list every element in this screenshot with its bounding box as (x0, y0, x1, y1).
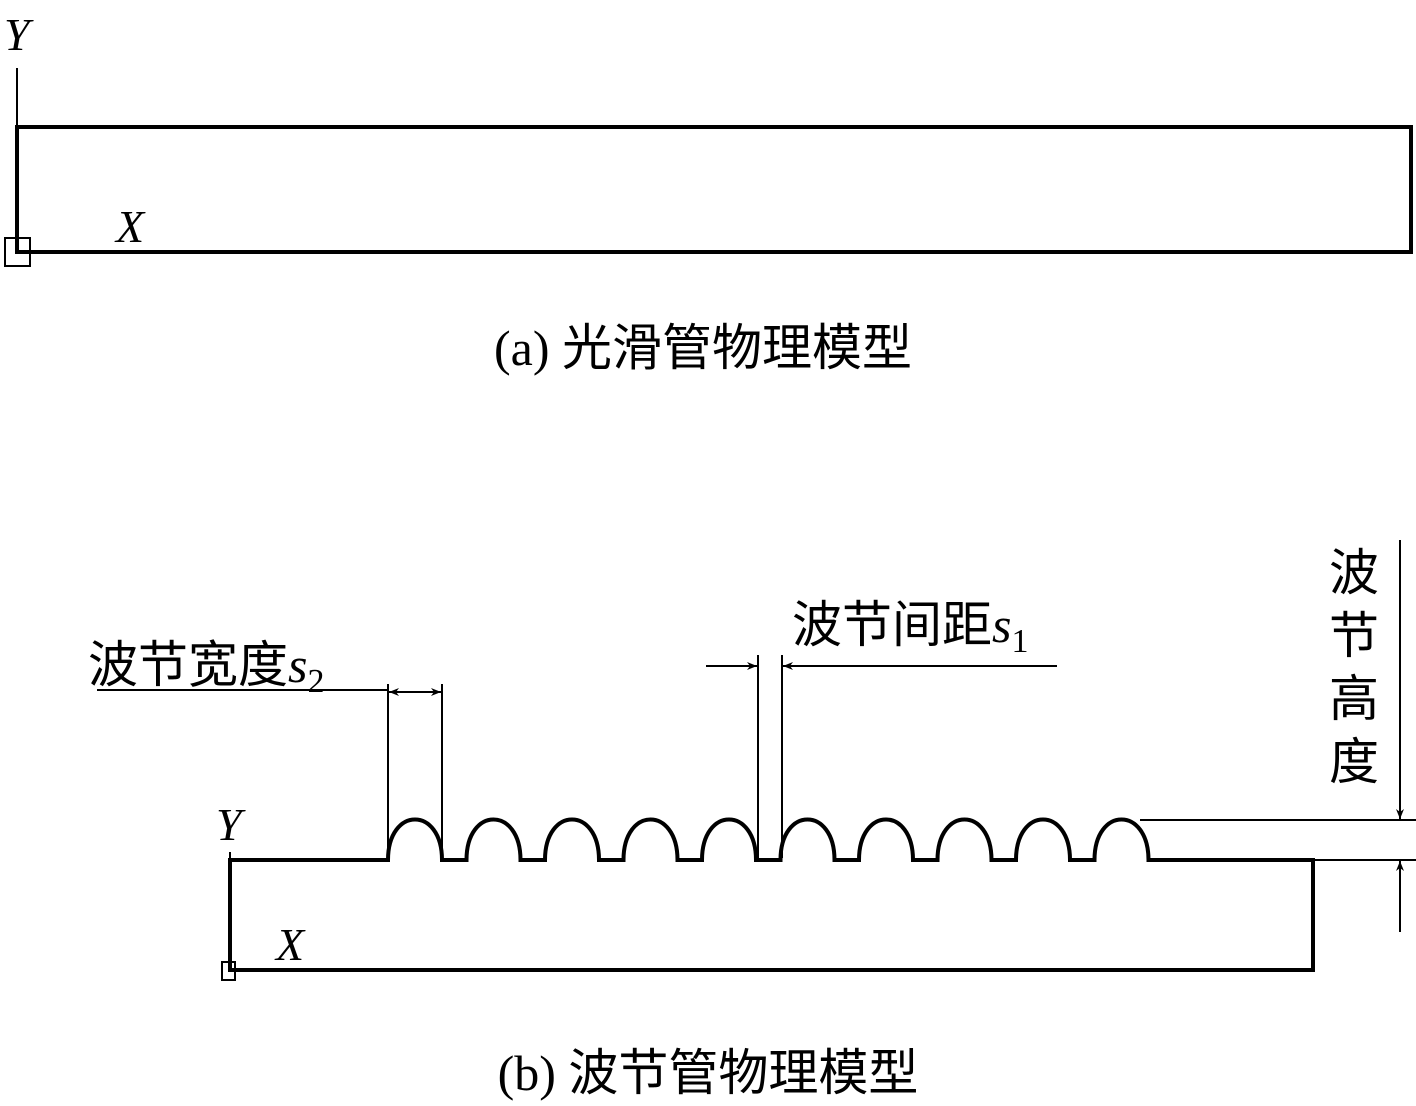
y-axis-label: Y (4, 9, 34, 60)
spacing-dimension: 波节间距s1 (706, 597, 1057, 858)
width-dimension: 波节宽度s2 (88, 637, 443, 858)
height-label-char: 度 (1329, 734, 1379, 790)
height-label-char: 高 (1329, 671, 1379, 727)
smooth-tube-outline (15, 125, 1413, 254)
smooth-tube-model: Y X (a) 光滑管物理模型 (4, 9, 1413, 376)
height-dimension: 波 节 高 度 (1140, 540, 1416, 932)
width-label: 波节宽度s2 (88, 637, 324, 700)
corrugated-tube-model: Y X 波节宽度s2 波节间距s1 波 节 高 度 (88, 540, 1416, 1101)
origin-marker (221, 961, 236, 981)
x-axis-label: X (274, 919, 306, 970)
x-axis-label: X (114, 201, 146, 252)
caption-a: (a) 光滑管物理模型 (494, 320, 912, 376)
height-label-char: 节 (1329, 608, 1379, 664)
origin-marker (4, 237, 31, 267)
corrugated-tube-outline (228, 817, 1315, 972)
caption-b: (b) 波节管物理模型 (498, 1045, 919, 1101)
y-axis-label: Y (216, 799, 246, 850)
spacing-label: 波节间距s1 (792, 597, 1028, 660)
height-label-char: 波 (1329, 545, 1379, 601)
